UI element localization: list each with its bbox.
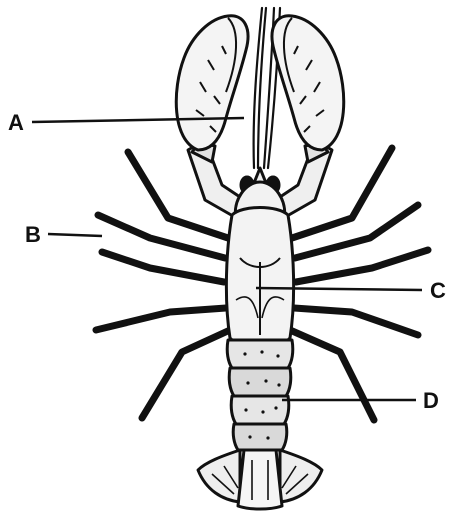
label-d: D <box>423 388 439 413</box>
tail-fan <box>198 450 322 509</box>
right-claw <box>272 16 344 150</box>
abdomen <box>227 340 293 450</box>
carapace <box>226 208 293 348</box>
right-leg-4 <box>294 308 418 335</box>
label-a: A <box>8 110 24 135</box>
left-leg-2 <box>98 215 225 258</box>
leader-line-b <box>48 234 102 236</box>
right-leg-5 <box>290 330 374 420</box>
left-leg-3 <box>102 252 224 282</box>
left-leg-5 <box>142 330 230 418</box>
label-b: B <box>25 222 41 247</box>
label-c: C <box>430 278 446 303</box>
left-leg-4 <box>96 308 226 330</box>
left-claw <box>176 16 248 150</box>
